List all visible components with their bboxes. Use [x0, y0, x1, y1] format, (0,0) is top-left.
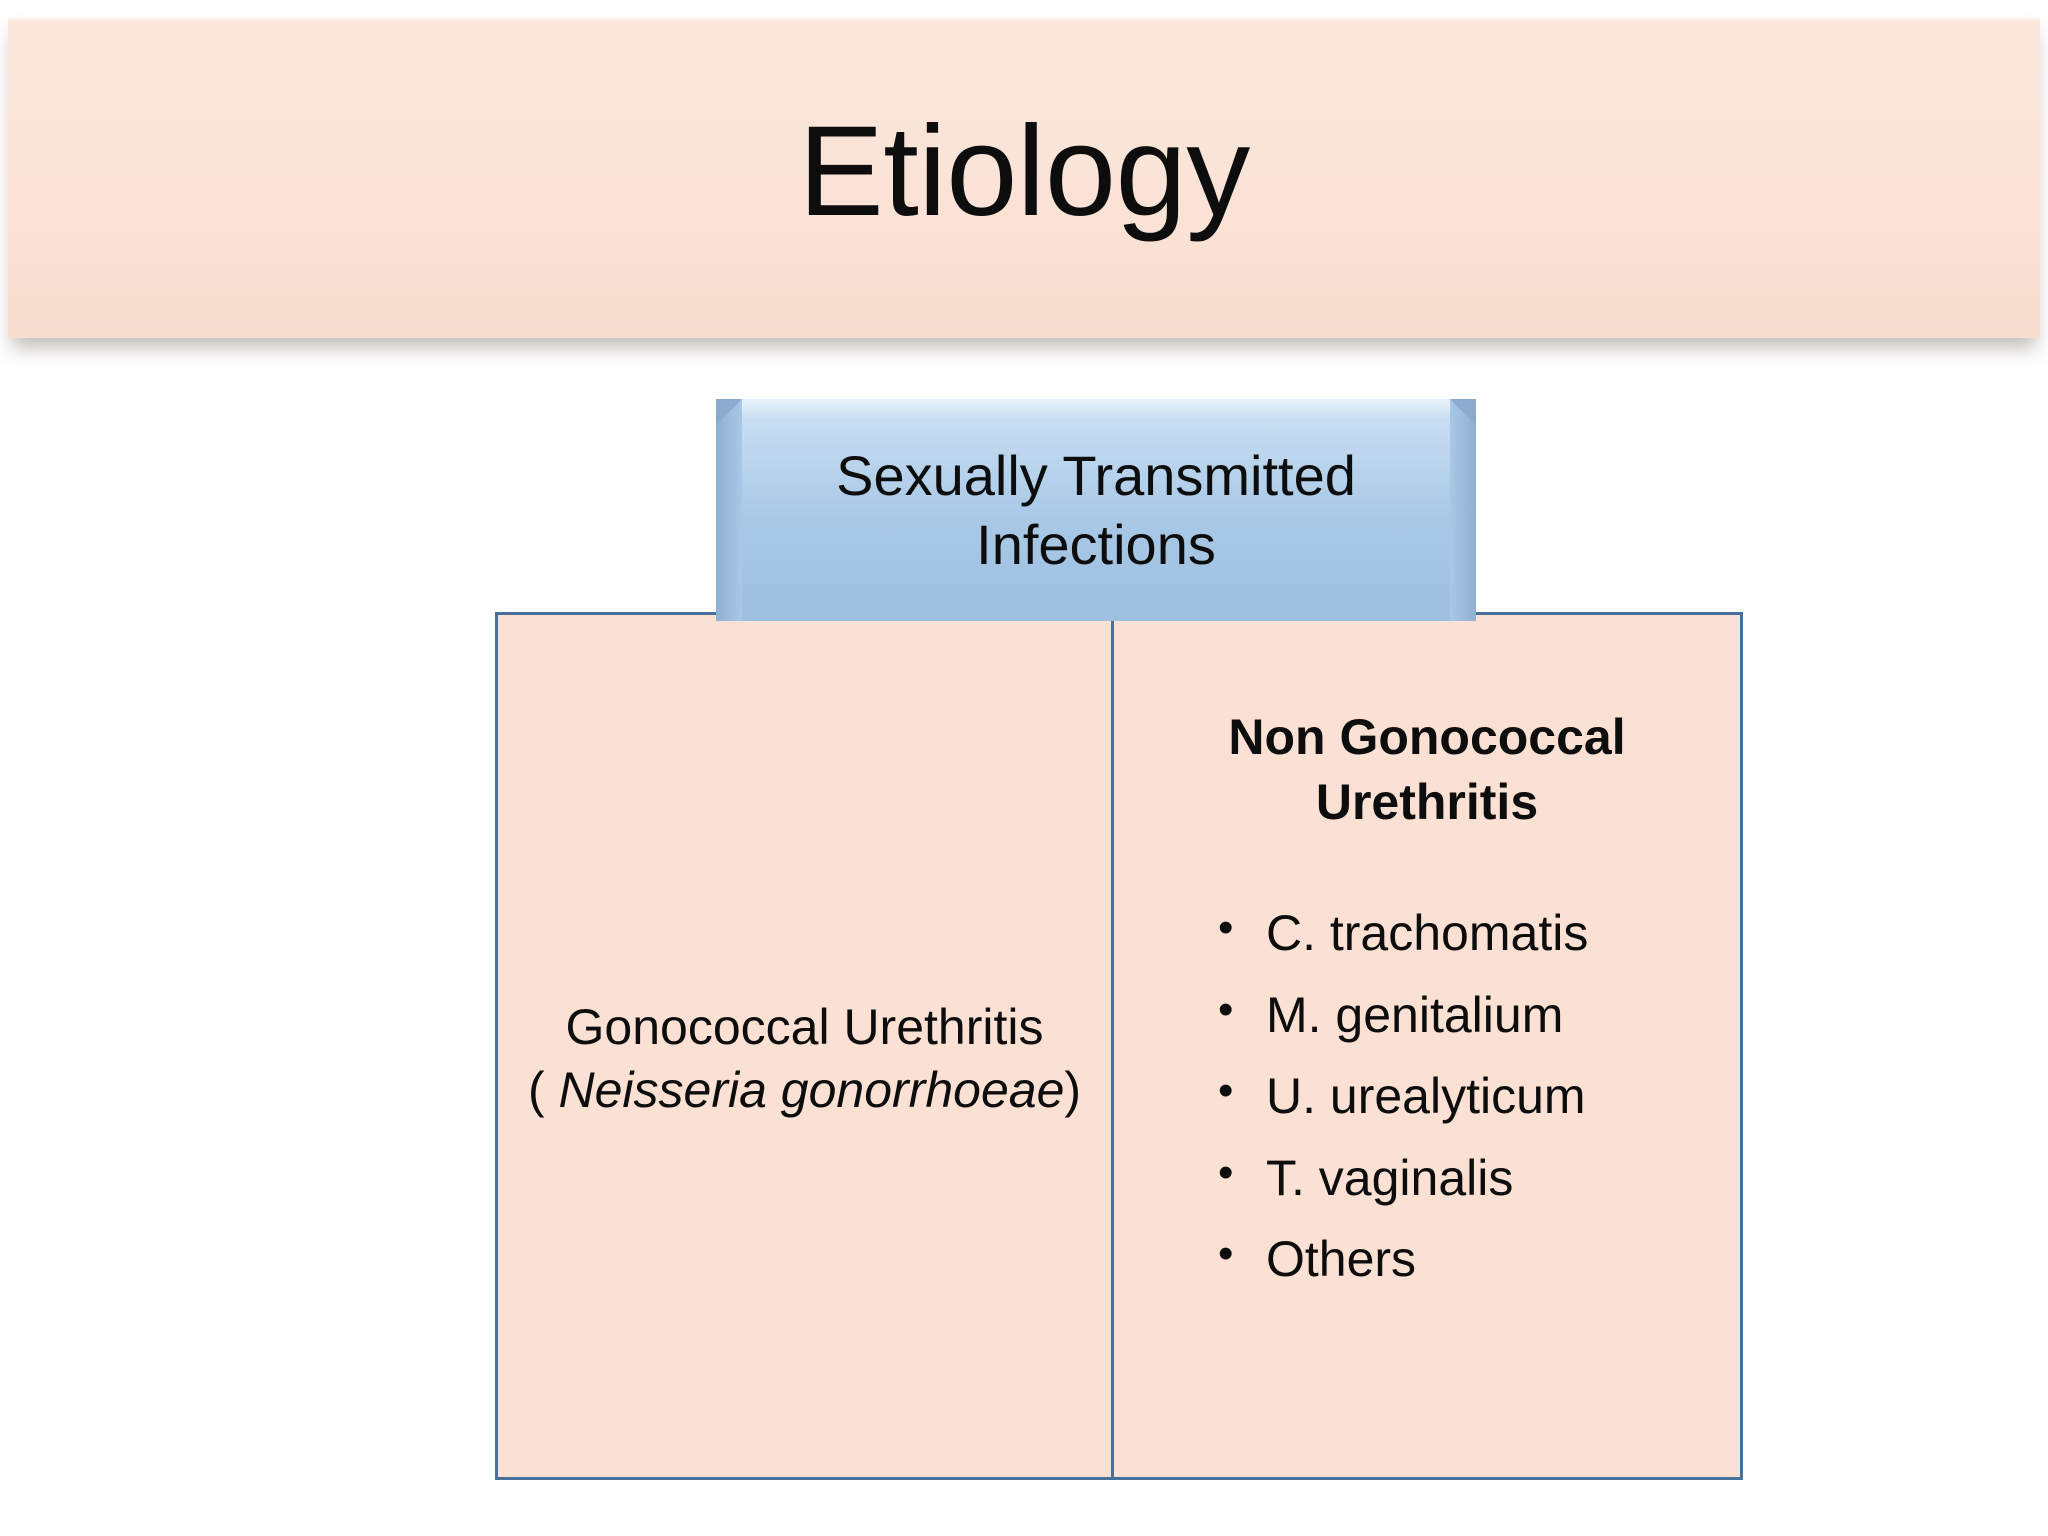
sti-label-line-1: Sexually Transmitted: [836, 443, 1356, 507]
sexually-transmitted-infections-box[interactable]: Sexually Transmitted Infections: [716, 399, 1476, 621]
gonococcal-paren-open: (: [527, 1062, 559, 1118]
table-cell-gonococcal-urethritis: Gonococcal Urethritis ( Neisseria gonorr…: [498, 615, 1114, 1477]
box-bevel-left-icon: [716, 399, 742, 621]
sti-label-line-2: Infections: [976, 513, 1216, 576]
gonococcal-urethritis-text: Gonococcal Urethritis ( Neisseria gonorr…: [516, 996, 1093, 1122]
non-gonococcal-urethritis-heading: Non Gonococcal Urethritis: [1114, 705, 1740, 835]
list-item: Others: [1218, 1229, 1740, 1289]
gonococcal-urethritis-title: Gonococcal Urethritis: [565, 999, 1044, 1055]
list-item: U. urealyticum: [1218, 1066, 1740, 1126]
list-item: M. genitalium: [1218, 985, 1740, 1045]
slide-title-banner: Etiology: [8, 16, 2040, 338]
non-gonococcal-pathogen-list: C. trachomatis M. genitalium U. urealyti…: [1114, 903, 1740, 1289]
table-cell-non-gonococcal-urethritis: Non Gonococcal Urethritis C. trachomatis…: [1114, 615, 1740, 1477]
gonococcal-paren-close: ): [1064, 1062, 1082, 1118]
ngu-heading-line-2: Urethritis: [1315, 774, 1539, 830]
etiology-table: Gonococcal Urethritis ( Neisseria gonorr…: [495, 612, 1743, 1480]
ngu-heading-line-1: Non Gonococcal: [1228, 709, 1626, 765]
box-bevel-right-icon: [1450, 399, 1476, 621]
sti-box-label: Sexually Transmitted Infections: [716, 441, 1476, 580]
list-item: T. vaginalis: [1218, 1148, 1740, 1208]
page-title: Etiology: [798, 100, 1250, 243]
gonococcal-species-name: Neisseria gonorrhoeae: [558, 1062, 1065, 1118]
box-bevel-top-icon: [716, 399, 1476, 421]
list-item: C. trachomatis: [1218, 903, 1740, 963]
